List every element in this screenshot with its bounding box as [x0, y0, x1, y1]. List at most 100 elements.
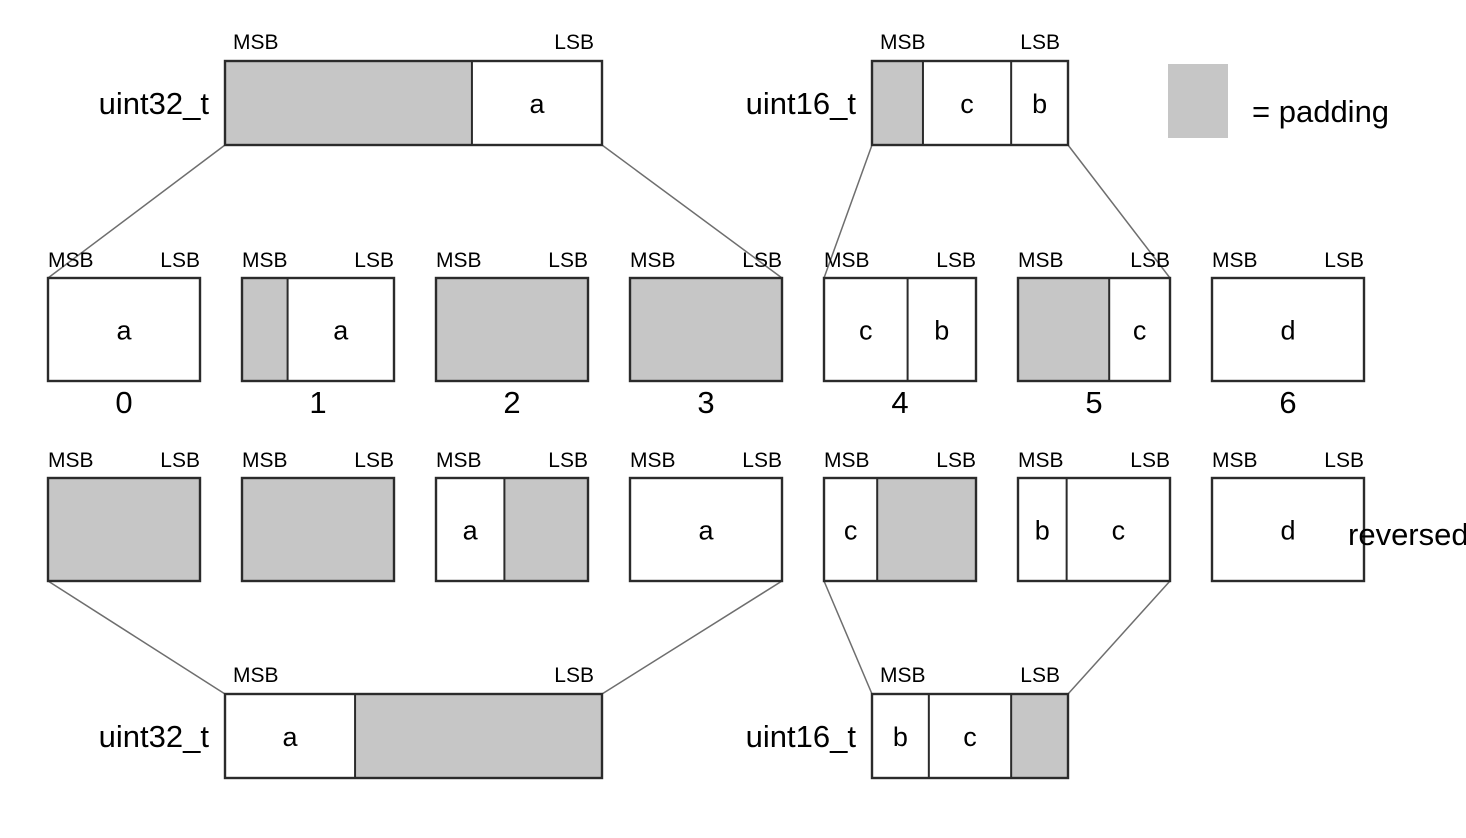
- byte-index-label: 6: [1279, 385, 1296, 420]
- lsb-label: LSB: [742, 449, 782, 472]
- byte-field-padding: [436, 278, 588, 381]
- byte-field-padding: [1018, 278, 1110, 381]
- lsb-label: LSB: [548, 249, 588, 272]
- word-field-label: c: [960, 89, 974, 119]
- byte-field-label: c: [1112, 516, 1126, 546]
- byte-outline: [434, 276, 590, 383]
- byte-outline: [1210, 276, 1366, 383]
- lsb-label: LSB: [354, 449, 394, 472]
- msb-label: MSB: [1018, 249, 1064, 272]
- byte-field-label: c: [859, 316, 873, 346]
- byte-field-padding: [242, 278, 288, 381]
- byte-field-data: [907, 278, 976, 381]
- word-field-padding: [1011, 694, 1068, 778]
- byte-field-label: a: [116, 316, 132, 346]
- connector-lines: [47, 144, 1171, 695]
- byte-outline: [46, 276, 202, 383]
- word-field-label: a: [283, 722, 299, 752]
- byte-cell: MSB LSB: [46, 449, 202, 583]
- word-outline: [223, 59, 604, 147]
- connector-line: [601, 144, 783, 279]
- byte-field-label: a: [333, 316, 349, 346]
- byte-field-data: [287, 278, 394, 381]
- msb-label: MSB: [242, 249, 288, 272]
- legend: = padding: [1168, 64, 1389, 138]
- byte-index-label: 5: [1085, 385, 1102, 420]
- byte-field-data: [48, 278, 200, 381]
- lsb-label: LSB: [160, 449, 200, 472]
- lsb-label: LSB: [1324, 249, 1364, 272]
- byte-outline: [822, 276, 978, 383]
- msb-label: MSB: [630, 449, 676, 472]
- lsb-label: LSB: [742, 249, 782, 272]
- byte-cell: MSB LSB d: [1210, 449, 1366, 583]
- msb-label: MSB: [880, 664, 926, 687]
- byte-index-label: 3: [697, 385, 714, 420]
- lsb-label: LSB: [1020, 664, 1060, 687]
- byte-field-label: b: [1035, 516, 1050, 546]
- msb-label: MSB: [233, 31, 279, 54]
- lsb-label: LSB: [548, 449, 588, 472]
- byte-outline: [46, 476, 202, 583]
- byte-outline: [434, 476, 590, 583]
- byte-field-data: [824, 478, 878, 581]
- byte-index-label: 0: [115, 385, 132, 420]
- byte-field-label: b: [934, 316, 949, 346]
- word-outline: [223, 692, 604, 780]
- lsb-label: LSB: [1324, 449, 1364, 472]
- msb-label: MSB: [824, 249, 870, 272]
- byte-field-label: c: [1133, 316, 1147, 346]
- connector-line: [1067, 144, 1171, 279]
- byte-field-padding: [48, 478, 200, 581]
- byte-field-padding: [242, 478, 394, 581]
- word-field-label: a: [529, 89, 545, 119]
- legend-swatch: [1168, 64, 1228, 138]
- msb-label: MSB: [436, 449, 482, 472]
- msb-label: MSB: [48, 449, 94, 472]
- byte-field-data: [824, 278, 908, 381]
- connector-line: [823, 580, 873, 695]
- reversed-row-label: reversed: [1348, 517, 1466, 552]
- type-label: uint32_t: [99, 719, 210, 754]
- connector-line: [47, 144, 226, 279]
- byte-field-label: a: [463, 516, 479, 546]
- lsb-label: LSB: [936, 449, 976, 472]
- msb-label: MSB: [48, 249, 94, 272]
- msb-label: MSB: [1212, 449, 1258, 472]
- byte-index-label: 4: [891, 385, 908, 420]
- word-field-data: [872, 694, 929, 778]
- byte-outline: [628, 476, 784, 583]
- byte-field-label: d: [1280, 316, 1295, 346]
- byte-cell: MSB LSB a: [434, 449, 590, 583]
- byte-field-label: d: [1280, 516, 1295, 546]
- type-label: uint16_t: [746, 719, 857, 754]
- byte-index-label: 1: [309, 385, 326, 420]
- byte-field-label: c: [844, 516, 858, 546]
- byte-field-padding: [877, 478, 976, 581]
- word-field-padding: [225, 61, 472, 145]
- lsb-label: LSB: [354, 249, 394, 272]
- msb-label: MSB: [880, 31, 926, 54]
- word-field-padding: [355, 694, 602, 778]
- connector-line: [823, 144, 873, 279]
- msb-label: MSB: [436, 249, 482, 272]
- connector-line: [601, 580, 783, 695]
- byte-outline: [1016, 276, 1172, 383]
- connector-line: [1067, 580, 1171, 695]
- word-field-label: c: [963, 722, 977, 752]
- byte-field-padding: [630, 278, 782, 381]
